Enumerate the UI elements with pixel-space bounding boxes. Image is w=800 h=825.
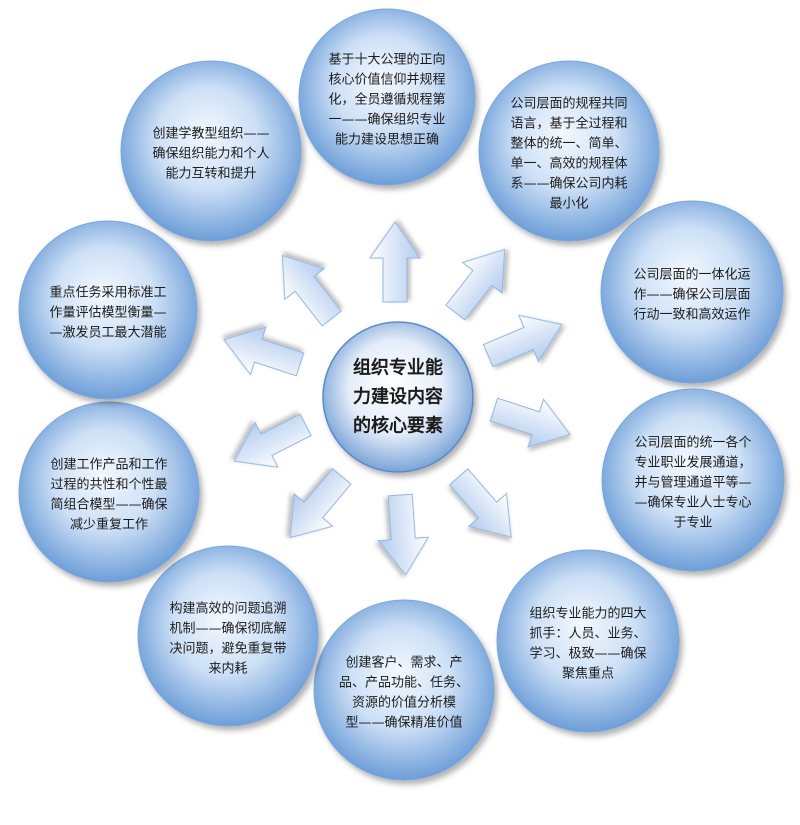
node-text-line: 聚焦重点 <box>562 666 614 682</box>
node-text-line: 系——确保公司内耗 <box>510 176 627 192</box>
node-2: 公司层面的规程共同语言，基于全过程和整体的统一、简单、单一、高效的规程体系——确… <box>478 60 660 242</box>
node-text-line: 能力建设思想正确 <box>335 132 439 148</box>
node-text-line: 公司层面的规程共同 <box>510 96 627 112</box>
node-text-line: —确保专业人士专心 <box>634 496 751 511</box>
node-text-line: 作量评估模型衡量— <box>49 306 166 321</box>
node-text-line: 作——确保公司层面 <box>633 288 750 303</box>
node-text-line: 资源的价值分析模 <box>352 695 456 711</box>
node-text-line: 基于十大公理的正向 <box>328 52 445 68</box>
node-circle <box>600 200 784 384</box>
node-text-line: —激发员工最大潜能 <box>49 325 166 341</box>
node-text-line: 过程的共性和个性最 <box>50 477 167 493</box>
node-text-line: 单一、高效的规程体 <box>510 156 627 172</box>
node-text-line: 简组合模型——确保 <box>50 497 167 513</box>
node-circle <box>120 60 302 242</box>
arrow-group <box>223 221 571 576</box>
node-text-line: 抓手：人员、业务、 <box>529 626 646 642</box>
node-group: 基于十大公理的正向核心价值信仰并规程化，全员遵循规程第一——确保组织专业能力建设… <box>18 8 785 781</box>
node-text-line: 机制——确保彻底解 <box>169 621 286 637</box>
node-circle <box>313 599 495 781</box>
node-text-line: 创建学教型组织—— <box>152 126 269 142</box>
node-text-line: 整体的统一、简单、 <box>510 136 627 152</box>
node-text-line: 型——确保精准价值 <box>345 715 462 731</box>
node-text-line: 学习、极致——确保 <box>529 646 646 662</box>
node-text-line: 减少重复工作 <box>70 517 148 533</box>
node-text-line: 确保组织能力和个人 <box>152 147 269 162</box>
node-text-line: 专业职业发展通道， <box>634 455 751 471</box>
node-text-line: 能力互转和提升 <box>165 166 256 182</box>
node-text-line: 公司层面的一体化运 <box>633 267 750 283</box>
node-text-line: 决问题，避免重复带 <box>169 641 286 657</box>
node-circle <box>478 60 660 242</box>
arrow-7 <box>289 467 352 539</box>
node-circle <box>298 8 476 186</box>
arrow-8 <box>233 413 312 468</box>
node-text-line: 创建客户、需求、产 <box>345 655 462 671</box>
arrow-1 <box>369 221 421 303</box>
node-circle <box>18 401 200 583</box>
center-circle <box>322 321 474 473</box>
arrow-10 <box>281 254 342 327</box>
node-text-line: 公司层面的统一各个 <box>634 435 751 451</box>
center-text-line: 组织专业能 <box>353 357 443 379</box>
node-text-line: 行动一致和高效运作 <box>633 307 750 323</box>
center-text-line: 力建设内容 <box>353 386 443 408</box>
node-text-line: 最小化 <box>549 197 588 212</box>
arrow-9 <box>223 326 305 377</box>
node-text-line: 并与管理通道平等— <box>634 475 751 491</box>
node-text-line: 语言，基于全过程和 <box>510 116 627 132</box>
node-text-line: 一——确保组织专业 <box>328 113 445 128</box>
node-text-line: 构建高效的问题追溯 <box>169 601 286 617</box>
center-text-line: 的核心要素 <box>353 415 443 437</box>
arrow-6 <box>377 493 430 576</box>
node-text-line: 创建工作产品和工作 <box>50 458 167 473</box>
node-text-line: 于专业 <box>673 516 712 531</box>
node-1: 基于十大公理的正向核心价值信仰并规程化，全员遵循规程第一——确保组织专业能力建设… <box>298 8 476 186</box>
node-text-line: 组织专业能力的四大 <box>529 606 646 622</box>
node-text-line: 化，全员遵循规程第 <box>328 92 445 108</box>
arrow-5 <box>448 468 512 538</box>
node-text-line: 重点任务采用标准工 <box>49 285 166 301</box>
arrow-4 <box>489 397 571 448</box>
arrow-2 <box>445 248 506 321</box>
node-text-line: 品、产品功能、任务、 <box>339 675 469 691</box>
node-circle <box>601 388 785 572</box>
node-text-line: 来内耗 <box>208 661 247 677</box>
node-circle <box>496 549 680 733</box>
node-circle <box>137 545 319 727</box>
arrow-3 <box>482 314 563 368</box>
node-circle <box>18 220 198 400</box>
node-text-line: 核心价值信仰并规程 <box>328 72 445 88</box>
